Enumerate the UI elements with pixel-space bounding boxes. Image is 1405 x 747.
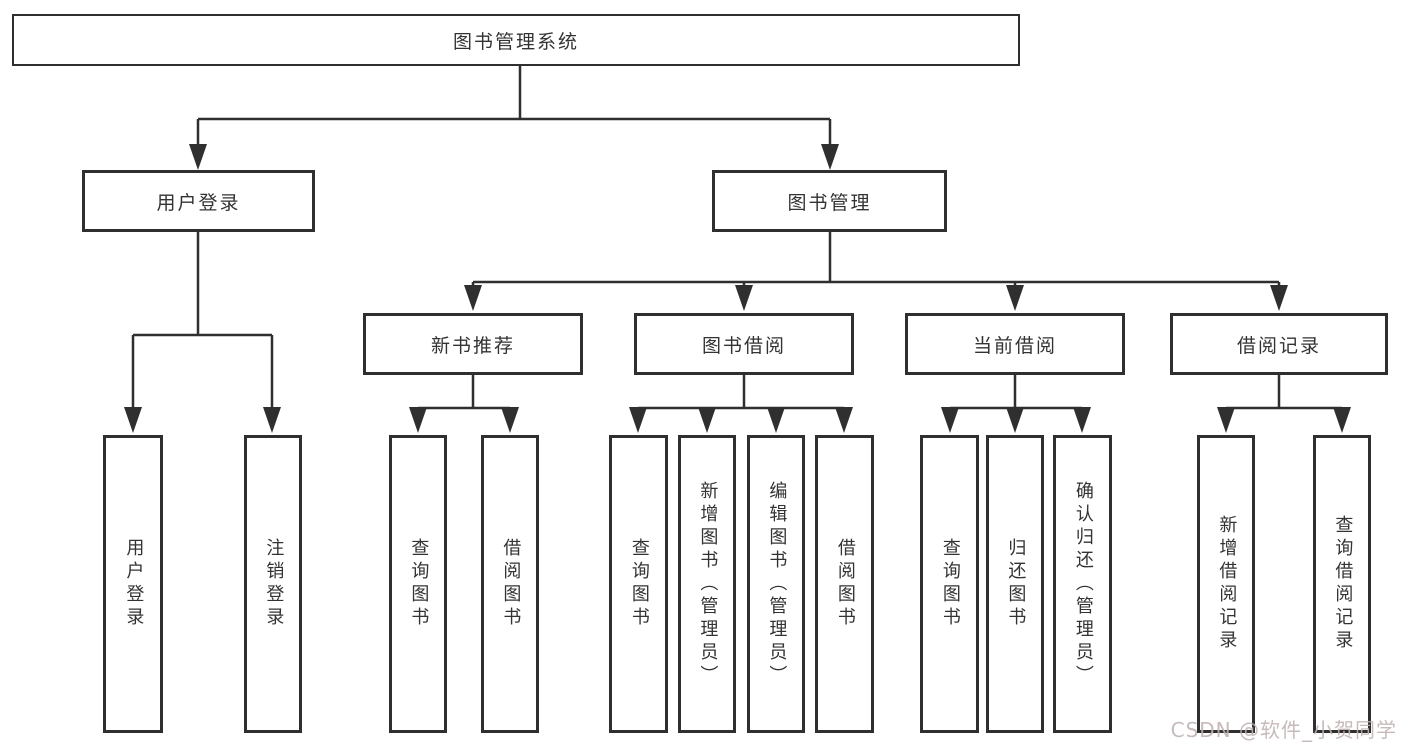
node-label: 当前借阅 xyxy=(972,334,1057,357)
leaf-label: 新增图书（管理员） xyxy=(697,480,719,688)
leaf-query-books-current: 查询图书 xyxy=(920,435,979,733)
connector-new-book-branch xyxy=(409,375,519,433)
leaf-query-borrow-record: 查询借阅记录 xyxy=(1313,435,1371,733)
connector-root-branch xyxy=(189,64,839,170)
leaf-logout: 注销登录 xyxy=(244,435,302,733)
leaf-user-login: 用户登录 xyxy=(103,435,163,733)
connector-borrow-record-branch xyxy=(1217,375,1351,433)
node-label: 图书借阅 xyxy=(701,334,786,357)
leaf-return-book: 归还图书 xyxy=(986,435,1044,733)
node-book-management: 图书管理 xyxy=(712,170,947,232)
leaf-label: 编辑图书（管理员） xyxy=(766,480,788,688)
connector-current-borrow-branch xyxy=(941,375,1091,433)
node-label: 图书管理 xyxy=(787,191,872,214)
node-borrow-record: 借阅记录 xyxy=(1170,313,1388,375)
node-label: 借阅记录 xyxy=(1236,334,1321,357)
leaf-label: 用户登录 xyxy=(123,538,145,630)
node-label: 新书推荐 xyxy=(430,334,515,357)
leaf-add-borrow-record: 新增借阅记录 xyxy=(1197,435,1255,733)
node-current-borrow: 当前借阅 xyxy=(905,313,1125,375)
leaf-add-book-admin: 新增图书（管理员） xyxy=(678,435,736,733)
leaf-label: 新增借阅记录 xyxy=(1216,515,1238,653)
leaf-query-books-borrow: 查询图书 xyxy=(609,435,668,733)
leaf-label: 归还图书 xyxy=(1005,538,1027,630)
node-book-borrow: 图书借阅 xyxy=(634,313,854,375)
leaf-label: 借阅图书 xyxy=(834,538,856,630)
leaf-borrow-books: 借阅图书 xyxy=(815,435,874,733)
leaf-borrow-books-recommend: 借阅图书 xyxy=(481,435,539,733)
leaf-label: 确认归还（管理员） xyxy=(1072,480,1094,688)
leaf-confirm-return-admin: 确认归还（管理员） xyxy=(1053,435,1112,733)
leaf-label: 借阅图书 xyxy=(500,538,522,630)
connector-user-login-branch xyxy=(124,232,281,433)
leaf-label: 查询图书 xyxy=(939,538,961,630)
leaf-label: 查询借阅记录 xyxy=(1332,515,1354,653)
connector-book-borrow-branch xyxy=(629,375,853,433)
connector-book-management-branch xyxy=(464,232,1288,311)
node-label: 用户登录 xyxy=(156,191,241,214)
leaf-query-books-recommend: 查询图书 xyxy=(389,435,447,733)
watermark: CSDN @软件_小贺同学 xyxy=(1170,718,1397,742)
node-root-system: 图书管理系统 xyxy=(12,14,1020,66)
node-new-book-recommend: 新书推荐 xyxy=(363,313,583,375)
node-label: 图书管理系统 xyxy=(452,30,579,53)
leaf-label: 注销登录 xyxy=(263,538,285,630)
leaf-label: 查询图书 xyxy=(408,538,430,630)
leaf-label: 查询图书 xyxy=(628,538,650,630)
leaf-edit-book-admin: 编辑图书（管理员） xyxy=(747,435,805,733)
node-user-login: 用户登录 xyxy=(82,170,315,232)
